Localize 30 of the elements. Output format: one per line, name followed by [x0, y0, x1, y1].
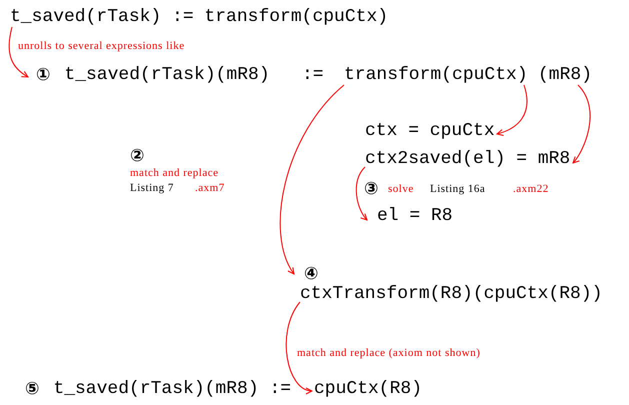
- note-text: Listing 7: [130, 182, 174, 195]
- step-number: ⑤: [25, 379, 40, 399]
- expression-text: t_saved(rTask)(mR8) :=: [53, 379, 292, 399]
- curved-arrow: [8, 26, 28, 78]
- expression-text: transform(cpuCtx): [344, 65, 528, 85]
- note-text: Listing 16a: [430, 183, 486, 196]
- step-number: ①: [36, 65, 50, 85]
- curved-arrow: [286, 302, 312, 394]
- edge-label: unrolls to several expressions like: [18, 40, 185, 53]
- note-text: .axm22: [513, 183, 549, 196]
- note-text: solve: [388, 183, 414, 196]
- curved-arrow: [572, 84, 591, 164]
- expression-text: ctx = cpuCtx: [365, 121, 495, 141]
- curved-arrow: [280, 84, 344, 274]
- note-text: .axm7: [195, 182, 225, 195]
- step-number: ②: [130, 146, 144, 166]
- expression-text: cpuCtx(R8): [314, 379, 422, 399]
- curved-arrow: [496, 84, 528, 136]
- expression-text: t_saved(rTask) := transform(cpuCtx): [10, 7, 388, 27]
- expression-text: el = R8: [377, 206, 453, 226]
- step-number: ④: [304, 264, 318, 284]
- expression-text: (mR8): [538, 65, 592, 85]
- expression-text: ctx2saved(el) = mR8: [365, 149, 570, 169]
- edge-label: match and replace (axiom not shown): [297, 347, 480, 360]
- step-number: ③: [364, 179, 378, 199]
- expression-text: t_saved(rTask)(mR8): [64, 65, 270, 85]
- curved-arrow: [356, 166, 368, 220]
- assignment-symbol: :=: [302, 65, 324, 85]
- note-text: match and replace: [130, 167, 219, 180]
- expression-text: ctxTransform(R8)(cpuCtx(R8)): [300, 284, 602, 304]
